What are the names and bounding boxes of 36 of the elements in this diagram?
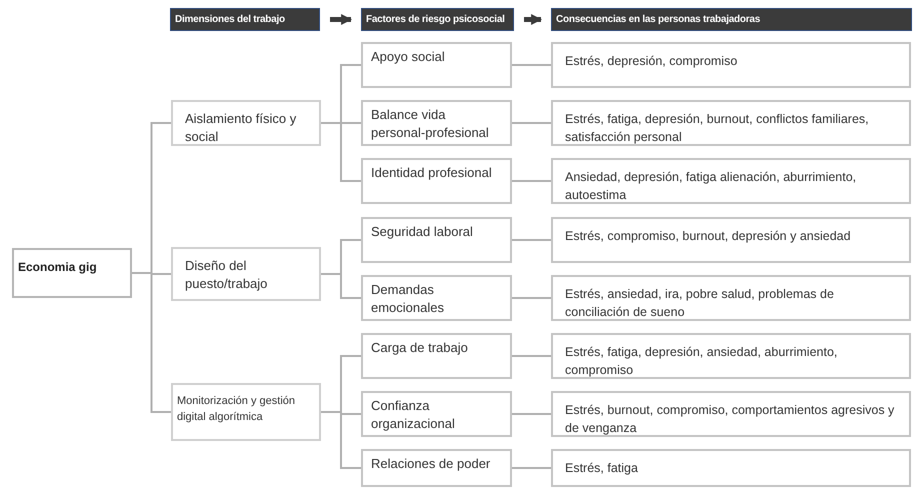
connector-line — [512, 180, 551, 182]
consequence-box: Estrés, fatiga, depresión, burnout, conflictos familiares, satisfacción personal — [551, 100, 911, 146]
risk-factor-box: Relaciones de poder — [361, 449, 512, 487]
risk-factor-box: Confianza organizacional — [361, 391, 512, 437]
dimension-box: Diseño del puesto/trabajo — [171, 247, 321, 301]
connector-line — [512, 467, 551, 469]
connector-line — [512, 122, 551, 124]
consequence-box: Estrés, fatiga, depresión, ansiedad, aburrimiento, compromiso — [551, 333, 911, 379]
connector-line — [321, 273, 361, 299]
risk-factor-box: Apoyo social — [361, 42, 512, 88]
connector-line — [132, 272, 171, 413]
connector-line — [512, 413, 551, 415]
risk-factor-box: Identidad profesional — [361, 158, 512, 204]
column-header: Dimensiones del trabajo — [170, 8, 320, 31]
root-box: Economia gig — [12, 248, 132, 298]
dimension-box: Monitorización y gestión digital algorítmica — [171, 383, 321, 441]
arrow — [524, 14, 542, 25]
arrow — [330, 14, 352, 25]
connector-line — [512, 297, 551, 299]
risk-factor-box: Demandas emocionales — [361, 275, 512, 321]
risk-factor-box: Balance vida personal-profesional — [361, 100, 512, 146]
connector-line — [512, 355, 551, 357]
connector-line — [321, 122, 361, 182]
risk-factor-box: Seguridad laboral — [361, 217, 512, 263]
consequence-box: Estrés, compromiso, burnout, depresión y ansiedad — [551, 217, 911, 263]
dimension-box: Aislamiento físico y social — [171, 100, 321, 146]
consequence-box: Estrés, fatiga — [551, 449, 911, 487]
consequence-box: Estrés, depresión, compromiso — [551, 42, 911, 88]
connector-line — [512, 239, 551, 241]
column-header: Consecuencias en las personas trabajadoras — [551, 8, 912, 31]
connector-line — [512, 64, 551, 66]
column-header: Factores de riesgo psicosocial — [361, 8, 514, 31]
consequence-box: Ansiedad, depresión, fatiga alienación, aburrimiento, autoestima — [551, 158, 911, 204]
risk-factor-box: Carga de trabajo — [361, 333, 512, 379]
consequence-box: Estrés, burnout, compromiso, comportamientos agresivos y de venganza — [551, 391, 911, 437]
consequence-box: Estrés, ansiedad, ira, pobre salud, problemas de conciliación de sueno — [551, 275, 911, 321]
